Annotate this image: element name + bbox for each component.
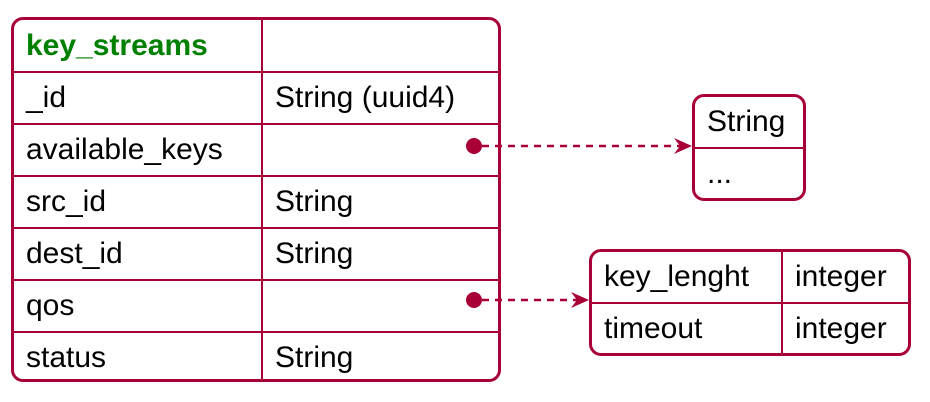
- key-streams-table: key_streams _id String (uuid4) available…: [11, 17, 501, 382]
- string-list-header: String: [707, 105, 786, 138]
- field-name: qos: [26, 289, 75, 322]
- field-type: String: [261, 177, 498, 227]
- field-name: key_lenght: [604, 260, 750, 293]
- field-type: String: [261, 333, 498, 379]
- qos-link: [466, 292, 589, 308]
- field-type: String: [261, 229, 498, 279]
- field-type: [261, 281, 498, 331]
- string-list-ellipsis: ...: [707, 157, 733, 190]
- field-type: integer: [781, 252, 908, 302]
- field-name: dest_id: [26, 237, 123, 270]
- arrow-head-icon: [674, 138, 692, 154]
- table-row: dest_id String: [14, 227, 498, 279]
- table-row: available_keys: [14, 123, 498, 175]
- field-name: src_id: [26, 185, 107, 218]
- table-row: timeout integer: [592, 302, 908, 353]
- field-name: _id: [26, 81, 67, 114]
- table-row: status String: [14, 331, 498, 379]
- key-streams-header-row: key_streams: [14, 20, 498, 71]
- field-name: timeout: [604, 312, 703, 345]
- field-type: String (uuid4): [261, 73, 498, 123]
- link-origin-dot: [466, 138, 482, 154]
- string-list-table: String ...: [692, 94, 806, 201]
- field-type: [261, 125, 498, 175]
- table-row: _id String (uuid4): [14, 71, 498, 123]
- key-streams-header-empty-cell: [261, 20, 498, 71]
- string-list-more-row: ...: [695, 147, 803, 198]
- link-origin-dot: [466, 292, 482, 308]
- table-row: qos: [14, 279, 498, 331]
- key-streams-title: key_streams: [26, 28, 208, 62]
- field-name: status: [26, 341, 107, 374]
- table-row: key_lenght integer: [592, 252, 908, 302]
- table-row: src_id String: [14, 175, 498, 227]
- qos-table: key_lenght integer timeout integer: [589, 249, 911, 356]
- available-keys-link: [466, 138, 692, 154]
- field-type: integer: [781, 304, 908, 353]
- string-list-header-row: String: [695, 97, 803, 147]
- field-name: available_keys: [26, 133, 223, 166]
- arrow-head-icon: [571, 292, 589, 308]
